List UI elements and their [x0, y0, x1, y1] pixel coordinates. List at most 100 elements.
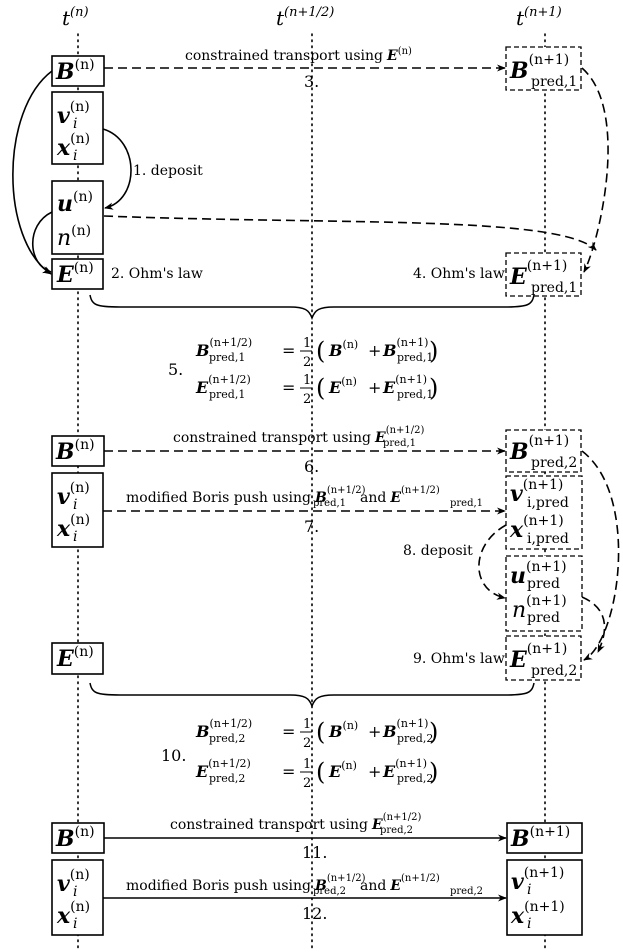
step-5-label: 5. [168, 360, 183, 379]
svg-text:(: ( [316, 374, 325, 402]
svg-text:2: 2 [303, 736, 311, 751]
box-B-pred1 [505, 46, 582, 91]
svg-text:E(n+1)pred,1: E(n+1)pred,1 [382, 373, 433, 401]
box-E-pred1 [505, 252, 582, 297]
svg-text:=: = [282, 762, 295, 781]
box-vx-n-1 [51, 91, 104, 165]
equation-5b: E(n+1/2)pred,1 = 1 2 ( E(n) + E(n+1)pred… [195, 373, 438, 407]
svg-text:E(n): E(n) [328, 375, 357, 397]
column-header-tn1: t(n+1) [516, 5, 562, 30]
arrow-deposit-8 [478, 524, 507, 600]
box-vx-n-3 [51, 859, 104, 936]
B-n1-label: B(n+1) [510, 824, 570, 852]
box-E-n-1 [51, 258, 104, 290]
svg-text:B(n+1)pred,1: B(n+1)pred,1 [382, 336, 433, 364]
step-10-label: 10. [161, 746, 186, 765]
svg-text:1: 1 [303, 336, 311, 351]
equation-10b: E(n+1/2)pred,2 = 1 2 ( E(n) + E(n+1)pred… [195, 757, 438, 791]
box-B-n-2 [51, 435, 105, 467]
B-n-label-2: B(n) [55, 437, 95, 465]
E-n-label-2: E(n) [56, 644, 94, 672]
u-pred-label: u(n+1)pred [510, 559, 567, 592]
B-pred2-label: B(n+1)pred,2 [509, 433, 577, 471]
svg-text:E(n+1/2)pred,1: E(n+1/2)pred,1 [195, 373, 251, 401]
svg-text:+: + [368, 378, 381, 397]
box-vx-n-2 [51, 472, 104, 548]
svg-text:(: ( [316, 718, 325, 746]
u-n-label: u(n) [57, 189, 93, 217]
E-pred2-label: E(n+1)pred,2 [509, 641, 577, 679]
arrow-B-to-E [12, 70, 53, 275]
x-pred-label: x(n+1)i,pred [509, 513, 569, 547]
box-B-n1 [506, 822, 583, 854]
svg-text:1: 1 [303, 757, 311, 772]
B-n-label-1: B(n) [55, 57, 95, 85]
brace-1 [89, 294, 535, 321]
v-n-label-3: v(n)i [57, 867, 90, 900]
box-vx-pred [505, 475, 583, 550]
arrow-un-to-E [31, 211, 53, 274]
B-pred1-label: B(n+1)pred,1 [509, 52, 577, 90]
step-1-label: 1. deposit [133, 163, 203, 179]
svg-text:): ) [429, 374, 438, 402]
x-n-label-3: x(n)i [56, 899, 90, 932]
boxes [51, 55, 583, 936]
svg-text:B(n): B(n) [328, 338, 358, 360]
step-3-number: 3. [304, 72, 319, 91]
x-n-label-2: x(n)i [56, 512, 90, 545]
box-un-pred [505, 555, 583, 632]
box-vx-n1 [506, 859, 583, 936]
equation-10a: B(n+1/2)pred,2 = 1 2 ( B(n) + B(n+1)pred… [195, 717, 438, 751]
svg-text:): ) [429, 718, 438, 746]
E-n-label-1: E(n) [56, 260, 94, 288]
E-pred1-label: E(n+1)pred,1 [509, 258, 577, 296]
arrow-deposit-1 [102, 128, 132, 210]
arrow-Bpred1-to-Epred1 [581, 67, 609, 273]
svg-text:E(n+1)pred,2: E(n+1)pred,2 [382, 757, 433, 785]
svg-text:B(n+1/2)pred,1: B(n+1/2)pred,1 [195, 336, 252, 364]
svg-text:2: 2 [303, 776, 311, 791]
step-4-label: 4. Ohm's law [413, 266, 505, 282]
v-n-label-1: v(n)i [57, 99, 90, 132]
box-B-n-3 [51, 822, 105, 854]
box-B-pred2 [505, 429, 582, 473]
x-n1-label: x(n+1)i [510, 899, 565, 932]
svg-text:1: 1 [303, 717, 311, 732]
svg-text:1: 1 [303, 373, 311, 388]
step-7-number: 7. [304, 517, 319, 536]
x-n-label-1: x(n)i [56, 131, 90, 164]
dashed-arrows [103, 64, 620, 661]
step-11-number: 11. [302, 843, 327, 862]
svg-text:E(n): E(n) [328, 759, 357, 781]
column-header-tnhalf: t(n+1/2) [276, 5, 334, 30]
n-pred-label: n(n+1)pred [512, 593, 567, 626]
svg-text:(: ( [316, 758, 325, 786]
svg-text:B(n+1/2)pred,2: B(n+1/2)pred,2 [195, 717, 252, 745]
svg-text:2: 2 [303, 355, 311, 370]
svg-text:2: 2 [303, 392, 311, 407]
column-header-tn: t(n) [62, 5, 89, 30]
svg-text:B(n): B(n) [328, 719, 358, 741]
svg-text:(: ( [316, 337, 325, 365]
equation-5a: B(n+1/2)pred,1 = 1 2 ( B(n) + B(n+1)pred… [195, 336, 438, 370]
svg-text:): ) [429, 758, 438, 786]
svg-text:): ) [429, 337, 438, 365]
step-8-label: 8. deposit [403, 543, 473, 559]
n-n-label: n(n) [57, 223, 91, 251]
predicted-boxes [505, 46, 583, 681]
step-9-label: 9. Ohm's law [413, 651, 505, 667]
step-2-label: 2. Ohm's law [111, 266, 203, 282]
arrow-unpred-to-Epred2 [581, 596, 606, 653]
step-6-number: 6. [304, 457, 319, 476]
v-n-label-2: v(n)i [57, 480, 90, 513]
box-E-pred2 [505, 635, 582, 681]
svg-text:E(n+1/2)pred,2: E(n+1/2)pred,2 [195, 757, 251, 785]
v-n1-label: v(n+1)i [511, 865, 564, 898]
B-n-label-3: B(n) [55, 824, 95, 852]
brace-2 [89, 682, 535, 709]
